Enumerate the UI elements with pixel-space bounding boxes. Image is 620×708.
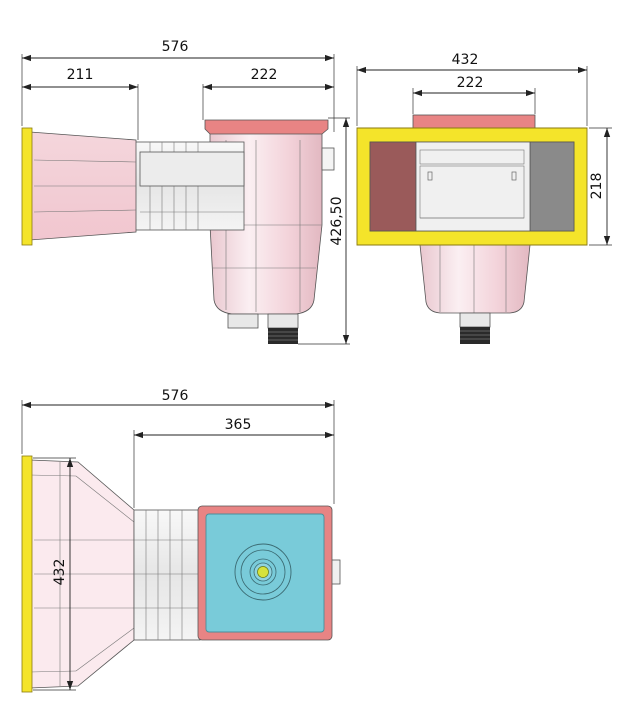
side-flange xyxy=(21,127,33,246)
dim-side-total: 576 xyxy=(162,39,189,55)
front-dimensions: 432 222 218 xyxy=(356,52,612,246)
front-thread xyxy=(460,327,490,344)
side-throat xyxy=(29,131,137,241)
dim-front-height: 218 xyxy=(589,173,605,200)
dim-front-lid: 222 xyxy=(457,75,484,91)
side-dimensions: 576 211 222 426,50 xyxy=(21,39,350,345)
side-lid xyxy=(204,119,329,135)
side-view: 576 211 222 426,50 xyxy=(21,39,350,345)
dim-top-total: 576 xyxy=(162,388,189,404)
front-lid xyxy=(412,114,536,130)
front-window-right xyxy=(529,141,575,232)
dim-top-flange: 432 xyxy=(52,559,68,586)
dim-front-total: 432 xyxy=(452,52,479,68)
top-dimensions: 576 365 432 xyxy=(21,388,335,691)
top-view: 576 365 432 xyxy=(21,388,341,693)
dim-side-throat: 211 xyxy=(67,67,94,83)
side-tube xyxy=(133,141,245,231)
front-weir xyxy=(415,141,531,232)
top-lid xyxy=(197,505,333,641)
front-view: 432 222 218 xyxy=(356,52,612,344)
front-window-left xyxy=(369,141,417,232)
dim-side-body: 222 xyxy=(251,67,278,83)
top-drain-center xyxy=(257,566,269,578)
front-body xyxy=(419,244,531,344)
top-throat xyxy=(29,459,135,689)
side-thread xyxy=(268,328,298,344)
top-tube xyxy=(133,509,201,641)
dim-top-body: 365 xyxy=(225,417,252,433)
dim-side-height: 426,50 xyxy=(329,197,345,246)
top-flange xyxy=(21,455,33,693)
